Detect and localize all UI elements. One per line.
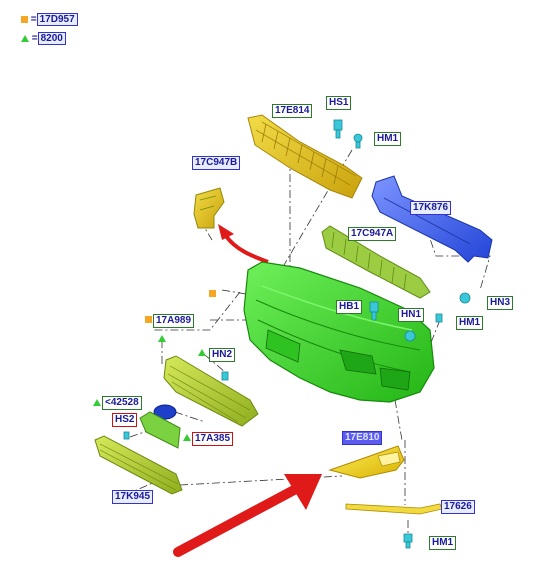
clip-HB1 — [369, 301, 379, 321]
legend-row-square: =17D957 — [21, 13, 78, 26]
legend-equals: = — [30, 14, 37, 25]
part-label-17C947B[interactable]: 17C947B — [192, 156, 241, 170]
part-label-17E810[interactable]: 17E810 — [342, 431, 383, 445]
part-label-HN2[interactable]: HN2 — [209, 348, 236, 362]
part-label-17626[interactable]: 17626 — [441, 500, 475, 514]
clip-HS2 — [123, 431, 130, 440]
foam-absorber-part — [321, 225, 431, 299]
bumper-cover-part — [243, 261, 435, 403]
clip-HM1-bot — [403, 533, 413, 549]
trim-strip-part — [345, 503, 443, 515]
bracket-plate-part — [139, 411, 181, 449]
clip-HM1-top — [353, 133, 363, 149]
square-marker-icon — [21, 15, 28, 23]
clip-HN2 — [221, 371, 229, 381]
legend-code-17D957[interactable]: 17D957 — [36, 13, 78, 26]
red-curved-arrow — [218, 224, 269, 264]
part-label-HN3[interactable]: HN3 — [487, 296, 514, 310]
side-bracket-part — [193, 187, 225, 229]
part-label-HM1-mid[interactable]: HM1 — [456, 316, 484, 330]
part-label-17C947A[interactable]: 17C947A — [348, 227, 397, 241]
big-red-arrow — [173, 474, 322, 557]
square-marker-icon — [145, 316, 152, 323]
triangle-marker-icon — [21, 34, 29, 42]
triangle-marker-icon — [198, 349, 206, 356]
part-label-17A385[interactable]: 17A385 — [192, 432, 234, 446]
part-label-HN1[interactable]: HN1 — [398, 308, 425, 322]
upper-absorber-part — [247, 114, 363, 199]
triangle-marker-icon — [158, 335, 166, 342]
triangle-marker-icon — [183, 434, 191, 441]
part-label-42528[interactable]: <42528 — [102, 396, 142, 410]
clip-HM1-mid — [435, 313, 443, 323]
lower-grille-part — [163, 355, 259, 427]
part-label-17E814[interactable]: 17E814 — [272, 104, 313, 118]
part-label-17K876[interactable]: 17K876 — [410, 201, 452, 215]
square-marker-icon — [209, 290, 216, 297]
part-label-HM1-bot[interactable]: HM1 — [429, 536, 457, 550]
legend-equals: = — [31, 33, 38, 44]
triangle-marker-icon — [93, 399, 101, 406]
emblem-oval — [153, 404, 177, 420]
part-label-HM1-top[interactable]: HM1 — [374, 132, 402, 146]
clip-HN1 — [404, 330, 416, 342]
clip-HN3 — [459, 292, 471, 304]
lower-grille-strip-part — [94, 435, 183, 495]
part-label-17K945[interactable]: 17K945 — [112, 490, 154, 504]
part-label-HB1[interactable]: HB1 — [336, 300, 363, 314]
part-label-HS2[interactable]: HS2 — [112, 413, 138, 427]
clip-HS1 — [333, 119, 343, 139]
fastener-clips — [123, 119, 471, 549]
part-label-17A989[interactable]: 17A989 — [153, 314, 195, 328]
legend-row-triangle: =8200 — [21, 32, 66, 45]
part-label-HS1[interactable]: HS1 — [326, 96, 352, 110]
legend-code-8200[interactable]: 8200 — [37, 32, 66, 45]
fog-bezel-part — [328, 445, 405, 479]
reinforcement-beam-part — [371, 175, 493, 263]
